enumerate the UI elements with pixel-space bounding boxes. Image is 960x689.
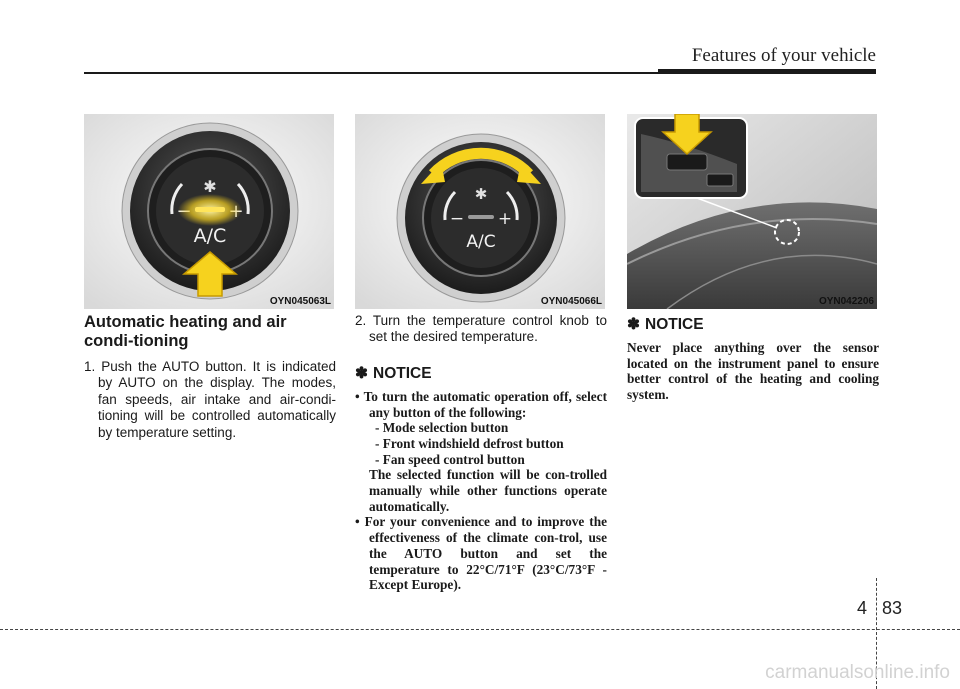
notice-bullet-1: • To turn the automatic operation off, s… bbox=[355, 388, 607, 420]
knob-ac-label: A/C bbox=[466, 232, 495, 252]
notice-sub-item: - Front windshield defrost button bbox=[375, 435, 564, 451]
page-header-title: Features of your vehicle bbox=[691, 45, 876, 66]
footer-divider bbox=[876, 578, 877, 689]
notice-bullet-2: • For your convenience and to improve th… bbox=[355, 514, 607, 593]
header-rule bbox=[84, 72, 876, 74]
svg-text:−: − bbox=[450, 209, 464, 229]
knob-ac-label: A/C bbox=[194, 225, 227, 247]
notice-heading: ✽ NOTICE bbox=[627, 315, 879, 334]
notice-icon: ✽ bbox=[627, 316, 640, 333]
svg-text:✱: ✱ bbox=[203, 177, 216, 196]
figure-code: OYN045066L bbox=[540, 296, 602, 307]
page-number: 83 bbox=[882, 598, 903, 618]
temperature-knob-illustration: ✱ − + A/C bbox=[355, 114, 605, 309]
notice-body: • To turn the automatic operation off, s… bbox=[355, 389, 607, 593]
notice-sub-item: - Mode selection button bbox=[375, 420, 509, 436]
rotate-arrow-icon bbox=[429, 147, 533, 178]
svg-text:✱: ✱ bbox=[475, 185, 488, 203]
notice-icon: ✽ bbox=[355, 364, 368, 382]
figure-code: OYN045063L bbox=[269, 296, 331, 307]
svg-text:+: + bbox=[498, 209, 512, 229]
press-arrow-icon bbox=[181, 251, 239, 297]
section-heading: Automatic heating and air condi-tioning bbox=[84, 313, 287, 350]
notice-title: NOTICE bbox=[373, 364, 432, 382]
notice-sub-item: - Fan speed control button bbox=[375, 451, 525, 467]
footer-rule bbox=[0, 629, 960, 630]
figure-temperature-knob: ✱ − + A/C OYN045066L bbox=[355, 114, 605, 309]
notice-bullet-1-continuation: The selected function will be con-trolle… bbox=[369, 467, 607, 514]
figure-code: OYN042206 bbox=[818, 296, 874, 307]
chapter-number: 4 bbox=[857, 598, 868, 618]
notice-heading: ✽ NOTICE bbox=[355, 364, 607, 383]
column-3: ✽ NOTICE Never place anything over the se… bbox=[627, 313, 879, 403]
ac-knob-illustration: ✱ − + A/C bbox=[84, 114, 334, 309]
sensor-illustration bbox=[627, 114, 877, 309]
column-2: 2. Turn the temperature control knob to … bbox=[355, 313, 607, 593]
figure-sensor-location: OYN042206 bbox=[627, 114, 877, 309]
step-1: 1. Push the AUTO button. It is indicated… bbox=[84, 359, 336, 440]
sensor-marker bbox=[774, 219, 800, 245]
header-rule-accent bbox=[658, 69, 876, 74]
step-2: 2. Turn the temperature control knob to … bbox=[355, 313, 607, 345]
column-1: Automatic heating and air condi-tioning … bbox=[84, 313, 336, 441]
figure-ac-button: ✱ − + A/C OYN045063L bbox=[84, 114, 334, 309]
watermark: carmanualsonline.info bbox=[765, 662, 950, 683]
down-arrow-icon bbox=[661, 114, 713, 156]
notice-body: Never place anything over the sensor loc… bbox=[627, 340, 879, 403]
notice-title: NOTICE bbox=[645, 316, 704, 333]
